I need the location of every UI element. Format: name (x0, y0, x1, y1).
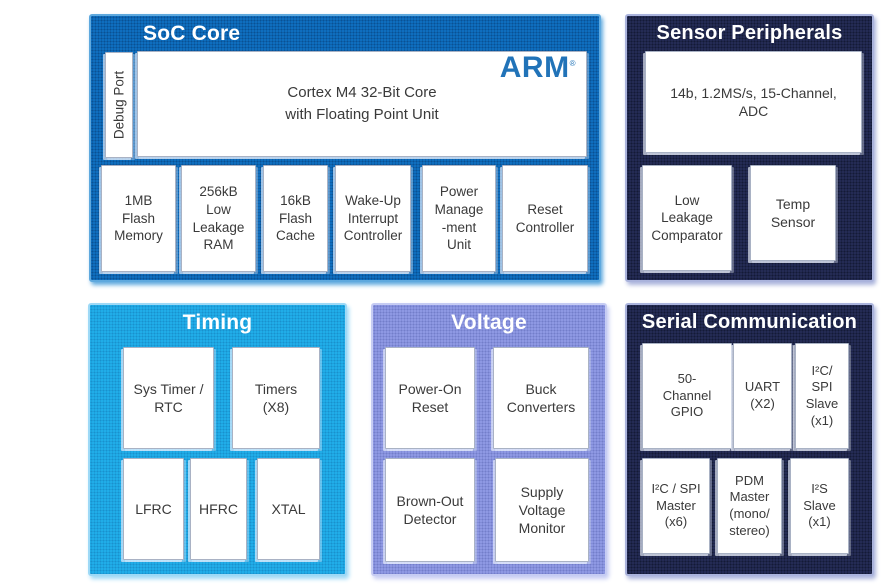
voltage-title: Voltage (451, 311, 527, 334)
block-xtal: XTAL (257, 458, 320, 560)
block-label: Power-On Reset (398, 380, 462, 415)
block-label: Temp Sensor (770, 195, 816, 230)
block-power-on-reset: Power-On Reset (385, 347, 475, 449)
block-label: Supply Voltage Monitor (518, 483, 566, 537)
voltage-block: Voltage Power-On Reset Buck Converters B… (371, 303, 607, 576)
block-label: 14b, 1.2MS/s, 15-Channel, ADC (670, 84, 837, 119)
block-label: Brown-Out Detector (396, 492, 464, 527)
block-i2s-slave: I²S Slave (x1) (790, 458, 849, 554)
sensor-peripherals-title: Sensor Peripherals (656, 22, 843, 44)
block-label: 50- Channel GPIO (662, 371, 712, 420)
block-buck-converters: Buck Converters (493, 347, 589, 449)
timing-title: Timing (182, 311, 253, 334)
block-label: 256kB Low Leakage RAM (192, 184, 245, 253)
block-label: HFRC (199, 500, 238, 517)
block-50-channel-gpio: 50- Channel GPIO (642, 343, 732, 449)
block-label: Buck Converters (506, 380, 576, 415)
soc-core-block: SoC Core Debug Port ARM® Cortex M4 32-Bi… (89, 14, 601, 282)
arm-trademark: ® (569, 59, 576, 68)
block-label: Timers (X8) (254, 380, 298, 415)
block-brown-out-detector: Brown-Out Detector (385, 458, 475, 562)
cortex-core-box: ARM® Cortex M4 32-Bit Core with Floating… (137, 51, 587, 157)
block-label: PDM Master (mono/ stereo) (729, 472, 770, 538)
sensor-peripherals-block: Sensor Peripherals 14b, 1.2MS/s, 15-Chan… (625, 14, 874, 282)
block-label: Power Manage -ment Unit (434, 184, 484, 253)
block-timers-x8: Timers (X8) (232, 347, 320, 449)
block-i2c-spi-slave: I²C/ SPI Slave (x1) (795, 343, 849, 449)
block-i2c-spi-master: I²C / SPI Master (x6) (642, 458, 710, 554)
arm-logo-text: ARM (499, 51, 570, 84)
block-power-management-unit: Power Manage -ment Unit (422, 165, 496, 272)
block-low-leakage-comparator: Low Leakage Comparator (642, 165, 732, 271)
block-label: 16kB Flash Cache (275, 193, 316, 244)
block-lfrc: LFRC (123, 458, 184, 560)
block-label: I²S Slave (x1) (803, 481, 836, 530)
block-1mb-flash-memory: 1MB Flash Memory (101, 165, 176, 272)
block-label: I²C / SPI Master (x6) (651, 481, 701, 530)
serial-communication-title: Serial Communication (641, 311, 858, 333)
block-label: 1MB Flash Memory (114, 193, 163, 244)
block-256kb-low-leakage-ram: 256kB Low Leakage RAM (181, 165, 256, 272)
block-label: Wake-Up Interrupt Controller (343, 193, 403, 244)
block-pdm-master: PDM Master (mono/ stereo) (717, 458, 782, 554)
block-temp-sensor: Temp Sensor (750, 165, 836, 261)
block-label: I²C/ SPI Slave (x1) (805, 362, 839, 428)
serial-communication-block: Serial Communication 50- Channel GPIO UA… (625, 303, 874, 576)
arm-logo: ARM® (500, 53, 576, 83)
block-label: UART (X2) (744, 379, 781, 411)
block-label: XTAL (271, 500, 306, 517)
cortex-core-label: Cortex M4 32-Bit Core with Floating Poin… (285, 84, 439, 123)
block-hfrc: HFRC (190, 458, 247, 560)
block-label: Reset Controller (515, 201, 575, 235)
block-adc: 14b, 1.2MS/s, 15-Channel, ADC (645, 51, 862, 153)
block-reset-controller: Reset Controller (502, 165, 588, 272)
soc-core-title: SoC Core (143, 22, 241, 45)
timing-block: Timing Sys Timer / RTC Timers (X8) LFRC … (88, 303, 347, 576)
block-label: Low Leakage Comparator (651, 192, 723, 243)
block-16kb-flash-cache: 16kB Flash Cache (263, 165, 328, 272)
debug-port-box: Debug Port (105, 52, 133, 158)
block-label: LFRC (135, 500, 172, 517)
block-uart-x2: UART (X2) (733, 343, 792, 449)
block-sys-timer-rtc: Sys Timer / RTC (123, 347, 214, 449)
block-wake-up-interrupt-controller: Wake-Up Interrupt Controller (335, 165, 411, 272)
block-label: Sys Timer / RTC (133, 380, 204, 415)
debug-port-label: Debug Port (111, 70, 127, 140)
block-supply-voltage-monitor: Supply Voltage Monitor (495, 458, 589, 562)
